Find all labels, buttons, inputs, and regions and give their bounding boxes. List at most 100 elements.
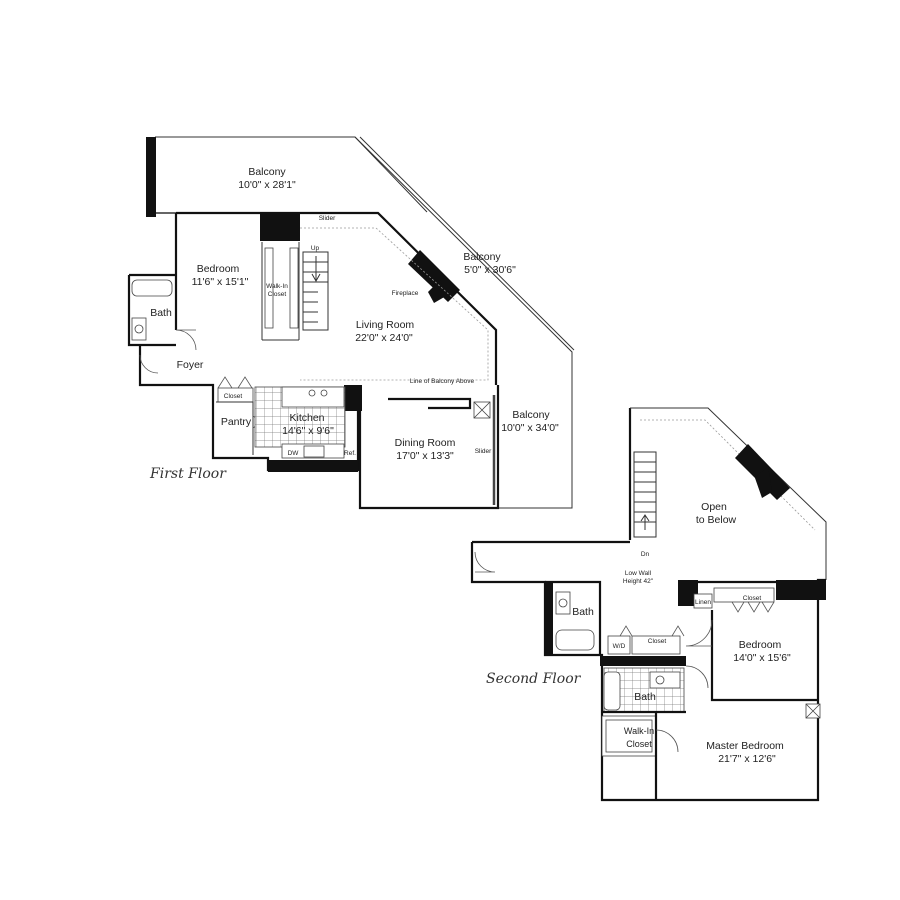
- fireplace-label: Fireplace: [392, 290, 419, 297]
- dining-name: Dining Room: [395, 437, 456, 449]
- open-label-1: Open: [701, 501, 727, 513]
- living-name: Living Room: [356, 319, 415, 331]
- open-outline: [630, 407, 827, 580]
- sink-basin-icon: [134, 324, 144, 334]
- kitchen-name: Kitchen: [289, 412, 324, 424]
- fireplace-icon: [408, 250, 460, 302]
- closet-doors: [217, 376, 253, 389]
- master-name: Master Bedroom: [706, 740, 784, 752]
- master-duct-cross-icon: [805, 703, 821, 719]
- upper-stair-treads: [634, 461, 656, 523]
- hall-closet: [631, 635, 681, 655]
- wd-label: W/D: [613, 643, 626, 650]
- walkin-closet-walls: [261, 242, 300, 341]
- ref-label: Ref.: [344, 450, 356, 457]
- entry-door: [139, 354, 159, 374]
- stair-dn-arrow-icon: [640, 514, 650, 530]
- walkin-shelf: [264, 247, 274, 329]
- balcony-top-wall: [146, 137, 156, 217]
- balcony-diag-dims: 5'0" x 30'6": [464, 264, 516, 276]
- bedroom-door: [175, 329, 197, 351]
- low-wall-label-1: Low Wall: [625, 570, 652, 577]
- linen-closet: [693, 593, 713, 609]
- dw-label: DW: [288, 450, 300, 457]
- living-dims: 22'0" x 24'0": [355, 332, 413, 344]
- kitchen-sink-icon: [303, 445, 325, 458]
- kitchen-south-wall: [268, 460, 358, 472]
- fireplace-hearth-icon: [428, 280, 446, 303]
- dining-dims: 17'0" x 13'3": [396, 450, 454, 462]
- column-block: [260, 213, 300, 241]
- walkin-shelf-right: [289, 247, 299, 329]
- up-label: Up: [311, 245, 320, 252]
- open-label-2: to Below: [696, 514, 737, 526]
- bedroom-walls: [710, 610, 818, 702]
- master-sink-icon: [655, 675, 665, 685]
- hall-closet-label: Closet: [648, 638, 667, 645]
- balcony-top-name: Balcony: [248, 166, 286, 178]
- balcony-top-outline: [155, 136, 428, 213]
- walkin-label-2: Closet: [268, 291, 287, 298]
- burner-icon-2: [320, 389, 328, 397]
- kitchen-dims: 14'6" x 9'6": [282, 425, 334, 437]
- pantry-label: Pantry: [221, 416, 252, 428]
- dn-label: Dn: [641, 551, 650, 558]
- second-floor: Open to Below Bedroom 14'0" x 15'6" Mast…: [470, 407, 827, 802]
- master-walkin-door: [655, 729, 679, 753]
- stair: [302, 251, 329, 331]
- hall-closet-doors: [619, 625, 685, 637]
- balcony-top-dims: 10'0" x 28'1": [238, 179, 296, 191]
- upper-entry-door: [474, 551, 496, 573]
- upper-column: [678, 580, 698, 606]
- master-dims: 21'7" x 12'6": [718, 753, 776, 765]
- master-vanity-icon: [649, 671, 681, 689]
- pantry-walls: [216, 401, 254, 455]
- stair-up-arrow-icon: [311, 256, 321, 283]
- closet-label: Closet: [224, 393, 243, 400]
- first-floor-title: First Floor: [149, 466, 227, 482]
- balcony-right-name: Balcony: [512, 409, 550, 421]
- master-bath-door: [685, 665, 709, 689]
- bedroom-closet-label: Closet: [743, 595, 762, 602]
- low-wall-label-2: Height 42": [623, 578, 654, 585]
- linen-label: Linen: [695, 599, 711, 606]
- first-floor: Balcony 10'0" x 28'1" Balcony 5'0" x 30'…: [127, 136, 575, 510]
- walkin-label-1: Walk-In: [266, 283, 288, 290]
- upper-stair: [633, 451, 657, 538]
- master-walkin-shelves: [605, 719, 653, 753]
- sink-upper-basin-icon: [558, 598, 568, 608]
- master-bath-label: Bath: [634, 691, 656, 703]
- balcony-above-label: Line of Balcony Above: [410, 378, 475, 385]
- bedroom2-dims: 14'0" x 15'6": [733, 652, 791, 664]
- balcony-diag-name: Balcony: [463, 251, 501, 263]
- dining-walls: [358, 385, 500, 510]
- bedroom-name: Bedroom: [197, 263, 240, 275]
- bath-upper-walls: [545, 580, 602, 655]
- second-floor-title: Second Floor: [486, 671, 582, 687]
- bedroom-closet-doors: [731, 601, 775, 613]
- dining-partition: [388, 397, 472, 410]
- balcony-right-dims: 10'0" x 34'0": [501, 422, 559, 434]
- balcony-diag-outline: [354, 136, 573, 509]
- burner-icon: [308, 389, 316, 397]
- kitchen-counter: [281, 386, 345, 408]
- master-tub-icon: [603, 671, 621, 711]
- slider-right-label: Slider: [475, 448, 492, 455]
- bathtub-icon: [131, 279, 173, 297]
- bedroom2-name: Bedroom: [739, 639, 782, 651]
- master-bath-north-wall: [600, 656, 686, 666]
- bath-upper-wall-bar: [545, 582, 553, 655]
- bedroom-door: [685, 619, 713, 647]
- foyer-label: Foyer: [177, 359, 204, 371]
- bath-upper-label: Bath: [572, 606, 594, 618]
- bathtub-upper-icon: [555, 629, 595, 651]
- balcony-diag-rail: [359, 136, 575, 351]
- wd-unit: [607, 635, 631, 655]
- master-walkin-label-2: Closet: [626, 739, 652, 749]
- duct-cross-icon: [473, 401, 491, 419]
- slider-top-label: Slider: [319, 215, 336, 222]
- kitchen-column: [344, 385, 362, 411]
- fireplace-upper-hearth-icon: [755, 466, 772, 498]
- bath-label: Bath: [150, 307, 172, 319]
